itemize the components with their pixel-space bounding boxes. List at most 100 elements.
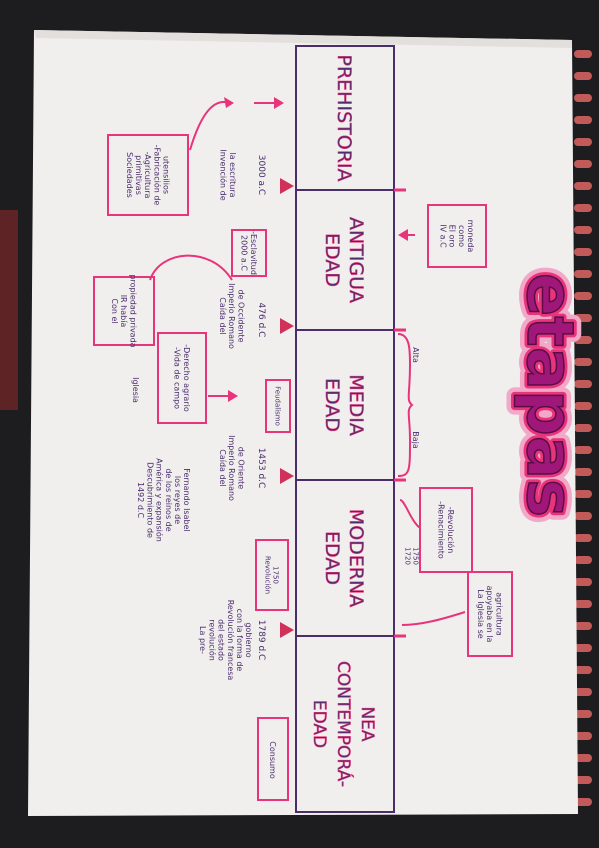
note-con-el-line: Con el (110, 298, 119, 323)
spiral-ring (574, 688, 592, 696)
timeline (295, 45, 406, 813)
note-antigua-top-line: IV a.C (438, 224, 447, 248)
note-revolucion-francesa-line: revolución (207, 619, 217, 661)
spiral-ring (574, 556, 592, 564)
note-alta: Alta (411, 347, 420, 363)
stage-label-line: CONTEMPORÁ- (333, 661, 355, 787)
note-prehistoria-line: utensilios (162, 156, 171, 194)
note-descubrimiento-line: los reyes de (173, 476, 182, 524)
spiral-ring (574, 732, 592, 740)
spiral-binding (574, 50, 592, 806)
esclavitud-box (231, 229, 267, 277)
stage-label-line: NEA (357, 706, 377, 741)
spiral-ring (574, 402, 592, 410)
note-vida-campo: -Vida de campo-Derecho agrario (173, 344, 191, 412)
note-antigua-top-line: como (457, 225, 466, 247)
note-iglesia-agricultura-line: La Iglesia se (476, 589, 485, 638)
red-glow (0, 210, 18, 410)
date-arrows (280, 178, 294, 638)
date-476: 476 d.C (256, 303, 266, 338)
date-3000: 3000 a.C (256, 155, 266, 195)
note-vida-campo-line: -Vida de campo (173, 347, 182, 409)
spiral-ring (574, 424, 592, 432)
consumo-box (257, 717, 289, 801)
note-invencion-line: Invención de (219, 149, 229, 200)
note-iglesia: Iglesia (131, 377, 140, 403)
note-consumo: Consumo (268, 741, 277, 779)
note-alta-line: Alta (411, 347, 420, 363)
stage-label-line: EDAD (321, 233, 343, 287)
spiral-ring (574, 710, 592, 718)
renacimiento-box (419, 487, 473, 573)
spiral-ring (574, 512, 592, 520)
iglesia-agricultura-box (467, 571, 513, 657)
stage-label-line: PREHISTORIA (333, 55, 355, 182)
spiral-ring (574, 666, 592, 674)
stage-label-line: EDAD (321, 378, 343, 432)
note-descubrimiento-line: de los reinos de (164, 468, 173, 531)
note-caida-romano-line: Caída del (218, 297, 227, 334)
note-feudalismo-line: Feudalismo (274, 386, 282, 426)
note-prehistoria-line: -Fabricación de (152, 145, 162, 206)
spiral-ring (574, 798, 592, 806)
note-baja-line: Baja (411, 431, 420, 449)
note-invencion-line: la escritura (228, 152, 237, 197)
spiral-ring (574, 50, 592, 58)
spiral-ring (574, 204, 592, 212)
paper-sheet (28, 30, 578, 816)
note-prehistoria-line: -Agricultura (143, 152, 152, 199)
stage-label-line: MODERNA (345, 509, 367, 607)
note-caida-romano-line: Imperio Romano (227, 283, 236, 349)
spiral-ring (574, 600, 592, 608)
spiral-ring (574, 248, 592, 256)
note-revolucion-line: 1750 (272, 566, 280, 584)
note-iglesia-agricultura-line: agricultura (494, 592, 503, 636)
prehistoria-box (107, 134, 189, 216)
stage-label: PREHISTORIA (333, 54, 356, 182)
note-descubrimiento-line: América y expansión (155, 458, 165, 542)
note-prehistoria-line: primitivas (134, 155, 143, 195)
note-revolucion-francesa-line: Revolución francesa (226, 600, 236, 681)
paper-edge (34, 30, 572, 48)
con-el-box (93, 276, 155, 346)
revolucion-box (255, 539, 289, 611)
spiral-ring (574, 182, 592, 190)
spiral-ring (574, 160, 592, 168)
note-caida-oriente-line: Caída del (218, 449, 227, 486)
date-3000-line: 3000 a.C (256, 155, 266, 195)
antigua-top-box (427, 204, 487, 268)
page-title: etapas (512, 273, 586, 517)
note-feudalismo: Feudalismo (274, 386, 282, 426)
note-descubrimiento-line: Descubrimiento de (145, 462, 154, 538)
spiral-ring (574, 446, 592, 454)
spiral-ring (574, 138, 592, 146)
spiral-ring (574, 644, 592, 652)
note-consumo-line: Consumo (268, 741, 277, 779)
note-revolucion-francesa-line: con la forma de (235, 609, 244, 672)
note-renacimiento-line: -Revolución (446, 507, 456, 554)
spiral-ring (574, 94, 592, 102)
note-renacimiento: -Renacimiento-Revolución (437, 501, 456, 559)
date-1453: 1453 d.C (256, 448, 266, 489)
stage-label-line: ANTIGUA (345, 217, 367, 303)
note-prehistoria-line: Sociedades (125, 152, 134, 198)
svg-text:etapas: etapas (512, 273, 586, 517)
date-476-line: 476 d.C (256, 303, 266, 338)
spiral-ring (574, 490, 592, 498)
note-esclavitud-line: 2000 a.C (240, 235, 249, 271)
note-caida-romano-line: de Occidente (236, 290, 245, 343)
